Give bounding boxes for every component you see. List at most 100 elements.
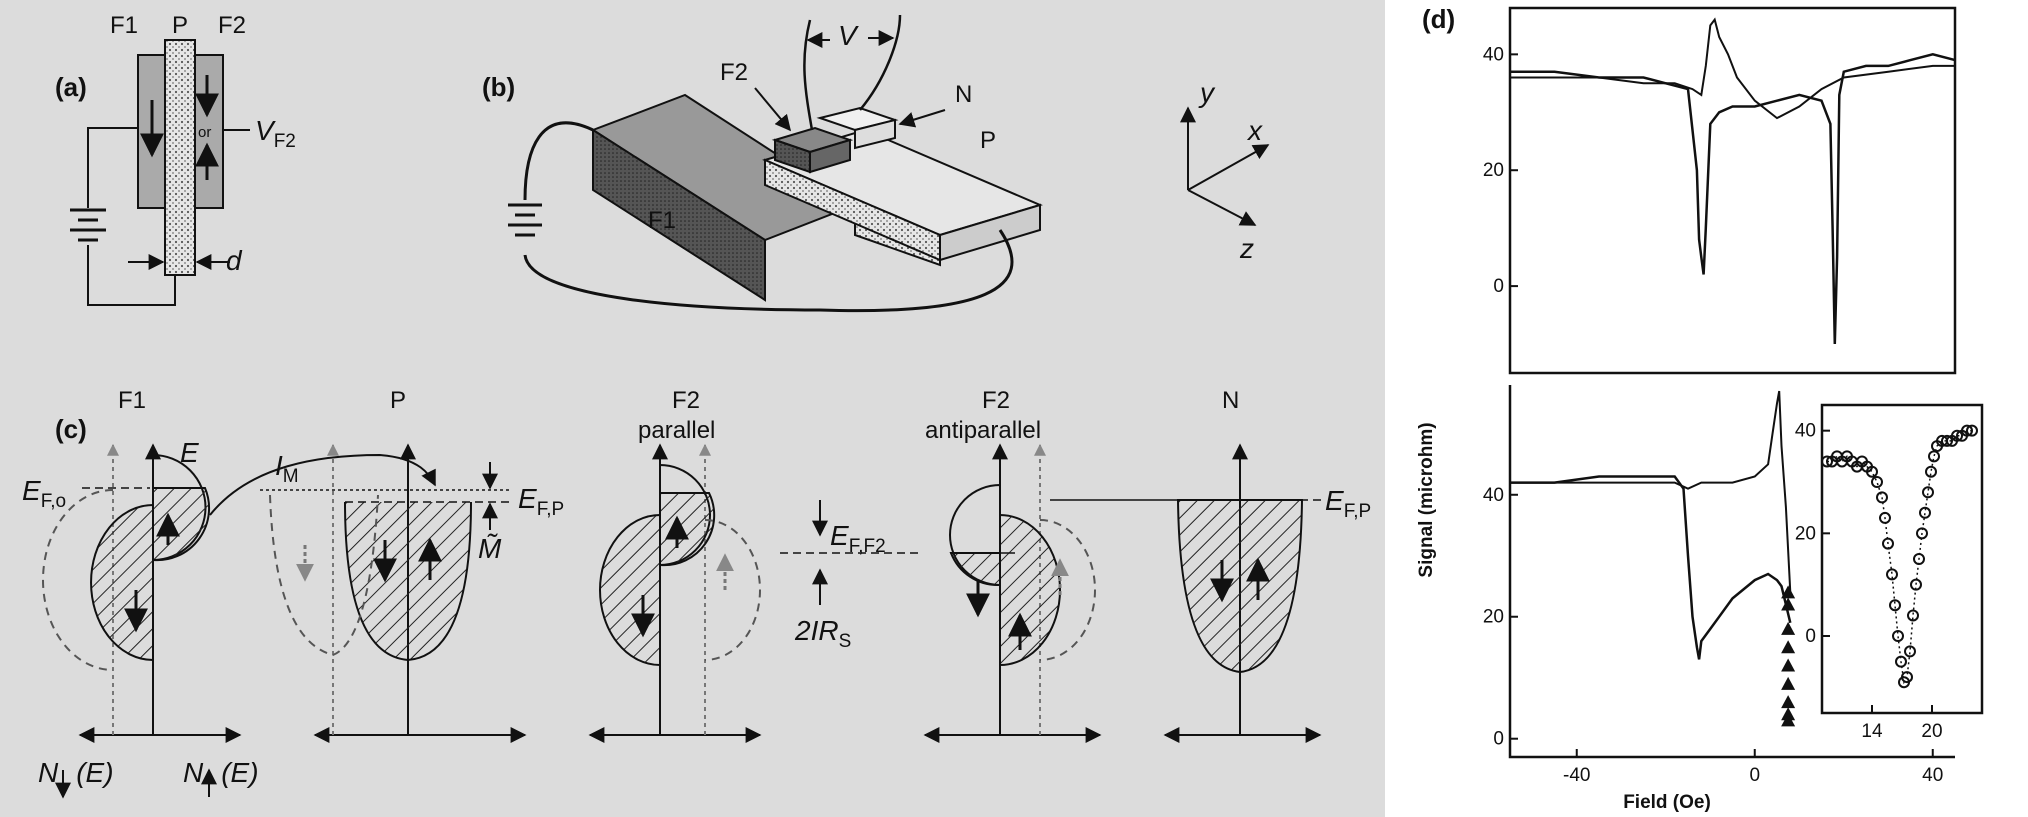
- top-plot-frame: [1508, 6, 1957, 375]
- dos-p: [269, 443, 527, 743]
- triangle-point: [1781, 597, 1796, 611]
- panel-b-v-lead-2: [859, 14, 902, 111]
- panel-b-label: (b): [482, 72, 515, 102]
- label-mtilde: M̃: [478, 533, 502, 564]
- panel-d-xlabel: Field (Oe): [1623, 792, 1711, 813]
- panel-b-p: P: [980, 127, 996, 154]
- scatter-point: [1951, 429, 1963, 442]
- panel-a-p-layer: [164, 39, 196, 276]
- panel-b-n-front: [854, 118, 896, 150]
- im-arc: [209, 453, 436, 516]
- scatter-point: [1925, 465, 1937, 478]
- bottom-plot: 40 20 0 -40 0 40: [1483, 390, 1943, 786]
- label-ef0: EF,o: [22, 475, 66, 512]
- panel-a: (a) F1 P F2 or VF2 d: [55, 12, 296, 306]
- scatter-point: [1889, 599, 1901, 612]
- label-e: E: [180, 437, 199, 468]
- panel-b-f2: F2: [720, 59, 748, 86]
- axis-z-label: z: [1239, 233, 1254, 264]
- x-tick-label: 20: [1921, 721, 1942, 742]
- col-p: P: [390, 387, 406, 414]
- axis-x-line: [1187, 144, 1270, 191]
- y-tick-label: 20: [1483, 607, 1504, 628]
- y-tick-label: 40: [1483, 485, 1504, 506]
- panel-b-v: V: [838, 20, 859, 51]
- panel-a-f2-layer: [192, 54, 224, 209]
- panel-a-label: (a): [55, 72, 87, 102]
- scatter-point: [1922, 486, 1934, 499]
- panel-c-label: (c): [55, 414, 87, 444]
- panel-d-label: (d): [1422, 4, 1455, 34]
- data-line: [1510, 390, 1792, 593]
- bottom-plot-frame: [1508, 385, 1955, 759]
- x-tick-label: 0: [1749, 765, 1760, 786]
- panel-b-p-end: [939, 203, 1041, 262]
- label-efp-n: EF,P: [1325, 485, 1371, 522]
- label-efp: EF,P: [518, 483, 564, 520]
- label-n-down: N(E): [38, 757, 114, 788]
- y-tick-label: 20: [1483, 160, 1504, 181]
- col-f2-parallel: F2: [672, 387, 700, 414]
- panel-c: (c) F1 P F2 parallel F2 antiparallel N E…: [22, 387, 1371, 799]
- label-two-irs: 2IRS: [794, 615, 851, 652]
- scatter-point: [1907, 609, 1919, 622]
- triangle-point: [1781, 658, 1796, 672]
- x-tick-label: 40: [1922, 765, 1943, 786]
- col-f1: F1: [118, 387, 146, 414]
- panel-d: (d) Signal (microhm) Field (Oe) 40 20 0 40…: [1416, 4, 1984, 813]
- scatter-point: [1928, 450, 1940, 463]
- panel-a-p: P: [172, 12, 188, 39]
- y-tick-label: 0: [1805, 626, 1816, 647]
- scatter-point: [1901, 671, 1913, 684]
- label-im: IM: [275, 450, 299, 487]
- x-tick-label: -40: [1563, 765, 1590, 786]
- scatter-point: [1904, 645, 1916, 658]
- panel-a-f2: F2: [218, 12, 246, 39]
- panel-b-current-loop: [523, 121, 1014, 313]
- triangle-point: [1781, 640, 1796, 654]
- triangle-point: [1781, 621, 1796, 635]
- data-line: [1510, 17, 1955, 120]
- panel-a-circuit-wire: [87, 127, 176, 306]
- data-line: [1510, 475, 1792, 660]
- scatter-point: [1892, 630, 1904, 642]
- scatter-point: [1866, 465, 1878, 478]
- x-tick-label: 14: [1861, 721, 1883, 742]
- panel-b-f2-pointer: [754, 87, 792, 132]
- panel-d-ylabel: Signal (microhm): [1416, 422, 1437, 577]
- panel-a-d: d: [226, 245, 243, 276]
- panel-a-vf2: VF2: [255, 115, 296, 152]
- triangle-point: [1781, 676, 1796, 690]
- scatter-trace: [1827, 429, 1972, 685]
- axis-x-label: x: [1246, 115, 1263, 146]
- y-tick-label: 40: [1795, 421, 1816, 442]
- dos-n: [1163, 443, 1322, 743]
- panel-b-f1: F1: [648, 207, 676, 234]
- panel-b-f1-front: [592, 128, 766, 302]
- col-f2-antiparallel: F2: [982, 387, 1010, 414]
- dos-f1: [42, 443, 242, 743]
- scatter-point: [1871, 476, 1883, 488]
- battery-icon-b: [508, 203, 542, 237]
- panel-a-f1: F1: [110, 12, 138, 39]
- triangle-point: [1781, 585, 1796, 599]
- label-eff2: EF,F2: [830, 520, 886, 557]
- triangle-point: [1781, 695, 1796, 709]
- y-tick-label: 40: [1483, 44, 1504, 65]
- axis-z-line: [1187, 189, 1257, 226]
- col-n: N: [1222, 387, 1239, 414]
- data-line: [1510, 53, 1956, 345]
- y-tick-label: 0: [1493, 729, 1504, 750]
- panel-b-n-pointer: [898, 109, 946, 128]
- axis-y-label: y: [1198, 77, 1216, 108]
- y-tick-label: 0: [1493, 276, 1504, 297]
- scatter-point: [1919, 506, 1931, 519]
- col-parallel: parallel: [638, 417, 715, 444]
- scatter-point: [1941, 434, 1953, 447]
- triangle-point: [1781, 713, 1796, 727]
- dos-f2-parallel: [588, 443, 762, 743]
- top-plot: 40 20 0: [1483, 17, 1956, 345]
- panel-a-or: or: [198, 124, 211, 141]
- panel-b-f2-side: [809, 138, 851, 174]
